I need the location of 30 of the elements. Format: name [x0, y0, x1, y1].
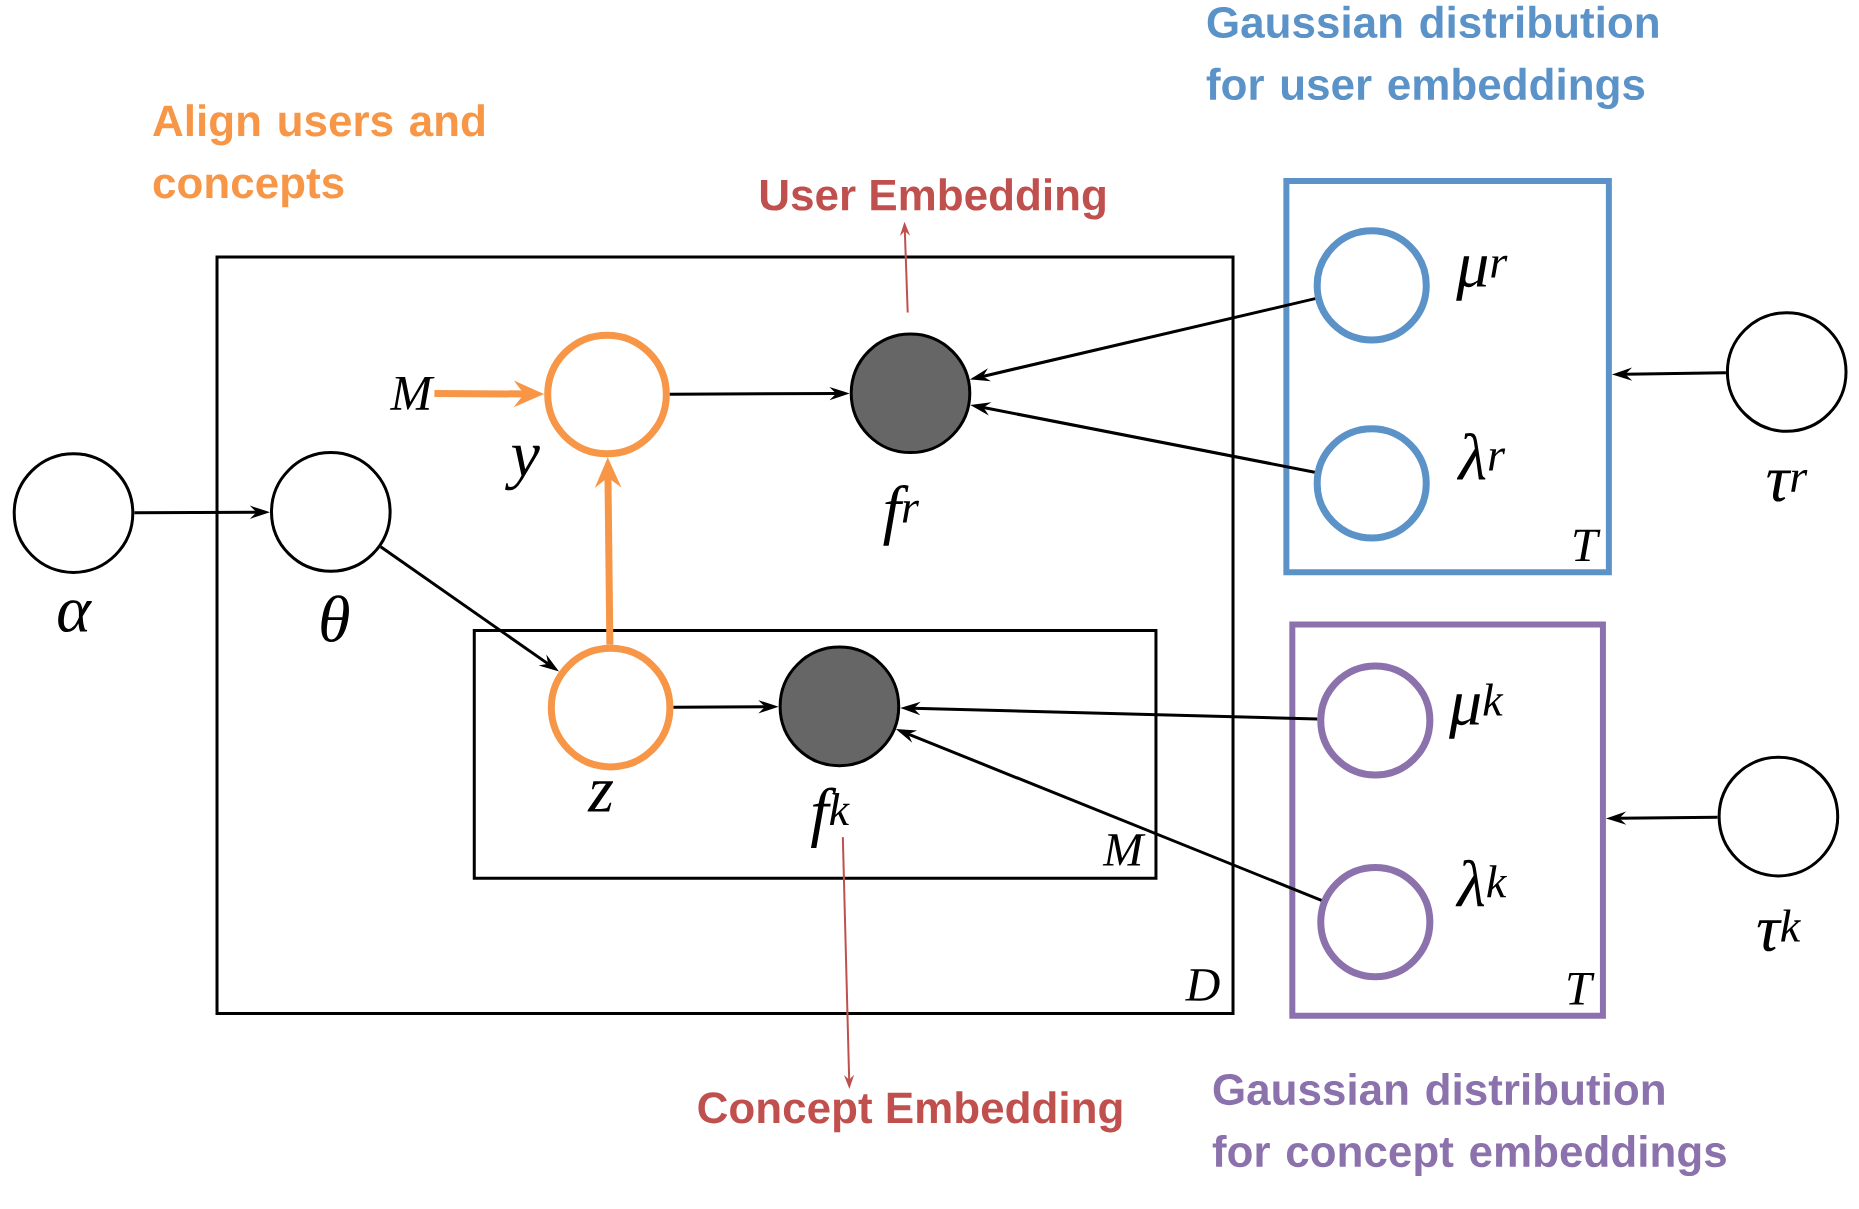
variable-label: λ$^{r}$ [1456, 432, 1506, 480]
variable-label: y [505, 445, 540, 491]
variable-label: f$^{r}$ [883, 485, 920, 546]
annotation-text: Gaussian distribution for user embeddings [1206, 5, 1658, 109]
variable-circle [12, 452, 135, 574]
variable-circle [1317, 662, 1434, 779]
variable-label: f$^{k}$ [811, 787, 850, 849]
variable-label: μ$^{r}$ [1456, 255, 1508, 301]
variable-label: θ [321, 595, 349, 642]
variable-circle [1717, 755, 1840, 878]
variable-label: τ$^{k}$ [1757, 909, 1801, 952]
variable-label: τ$^{r}$ [1767, 470, 1808, 502]
variable-label: M [390, 376, 435, 410]
variable-label: α [58, 600, 92, 633]
annotation-text: Concept Embedding [698, 1091, 1122, 1133]
variable-circle [1317, 864, 1434, 981]
variable-circle [778, 645, 901, 768]
variable-circle [547, 644, 674, 771]
annotation-text: Align users and concepts [153, 104, 485, 208]
variable-circle [849, 332, 972, 455]
annotation-text: Gaussian distribution for concept embeddings [1212, 1072, 1726, 1177]
variable-label: μ$^{k}$ [1449, 683, 1504, 739]
variable-circle [1313, 227, 1430, 344]
variable-circle [1313, 425, 1430, 542]
annotation-text: User Embedding [760, 178, 1105, 220]
variable-label: λ$^{k}$ [1455, 859, 1507, 907]
variable-label: z [587, 781, 614, 812]
variable-circle [544, 331, 670, 458]
variable-circle [1725, 311, 1848, 433]
variable-circle [270, 451, 392, 573]
